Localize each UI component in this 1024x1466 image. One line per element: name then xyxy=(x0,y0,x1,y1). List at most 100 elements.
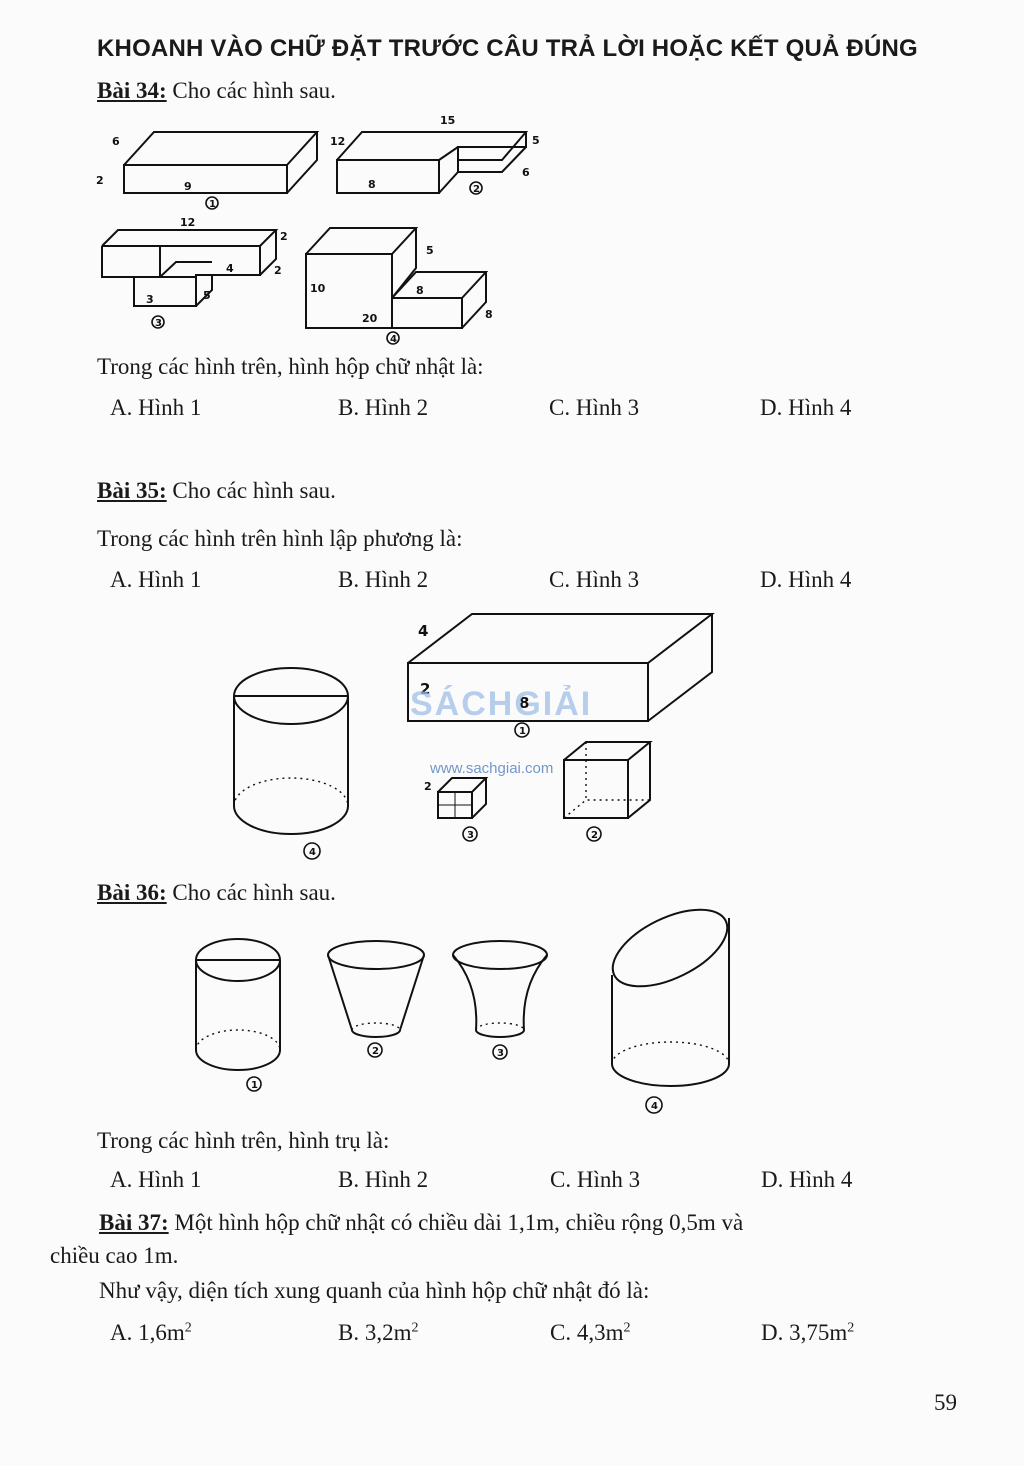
bai35-option-d[interactable]: D. Hình 4 xyxy=(760,567,852,592)
b36-f1-circle xyxy=(246,1076,262,1092)
b35-label-2: 2 xyxy=(420,680,430,698)
bai34-figure-4: 5 10 8 20 8 4 xyxy=(305,227,493,345)
f3-label-12: 12 xyxy=(180,216,195,229)
f1-label-6: 6 xyxy=(112,135,120,148)
bai37-option-c-main: C. 4,3m xyxy=(550,1320,624,1345)
f1-number-circle xyxy=(205,196,219,210)
bai35-heading: Bài 35: Cho các hình sau. xyxy=(97,478,336,504)
f3-label-4: 4 xyxy=(226,262,234,275)
bai36-figure-4: 4 xyxy=(611,908,730,1114)
b35-label-4: 4 xyxy=(418,622,428,640)
bai37-option-d[interactable]: D. 3,75m2 xyxy=(761,1320,854,1346)
bai34-figure-2: 15 5 6 8 2 xyxy=(336,114,540,195)
b35-f2-number: 2 xyxy=(591,830,598,841)
bai37-option-c[interactable]: C. 4,3m2 xyxy=(550,1320,630,1346)
f1-label-12: 12 xyxy=(330,135,345,148)
bai37-option-c-sup: 2 xyxy=(623,1320,631,1336)
b35-f4-circle xyxy=(303,842,321,860)
f2-label-5: 5 xyxy=(532,134,540,147)
b36-f3-number: 3 xyxy=(497,1048,504,1059)
bai34-option-b[interactable]: B. Hình 2 xyxy=(338,395,429,420)
b36-f2-number: 2 xyxy=(372,1046,379,1057)
f2-label-8: 8 xyxy=(368,178,376,191)
b35-small-label-2: 2 xyxy=(424,780,432,793)
bai36-question: Trong các hình trên, hình trụ là: xyxy=(97,1128,390,1153)
b35-f1-number: 1 xyxy=(519,726,526,737)
bai36-option-d[interactable]: D. Hình 4 xyxy=(761,1167,853,1192)
bai34-question: Trong các hình trên, hình hộp chữ nhật l… xyxy=(97,354,484,379)
bai36-heading: Bài 36: Cho các hình sau. xyxy=(97,880,336,906)
bai36-option-b[interactable]: B. Hình 2 xyxy=(338,1167,429,1192)
bai37-option-b-main: B. 3,2m xyxy=(338,1320,412,1345)
b35-label-8: 8 xyxy=(519,694,529,712)
f2-number-circle xyxy=(469,181,483,195)
bai35-figure-3: 2 3 xyxy=(424,777,489,842)
f2-label-15: 15 xyxy=(440,114,455,127)
bai37-question: Như vậy, diện tích xung quanh của hình h… xyxy=(99,1278,650,1303)
bai35-figure-2: 2 xyxy=(563,741,653,842)
bai34-heading: Bài 34: Cho các hình sau. xyxy=(97,78,336,104)
f3-number-circle xyxy=(151,315,165,329)
b36-f4-number: 4 xyxy=(651,1101,658,1112)
f4-label-8b: 8 xyxy=(485,308,493,321)
bai34-option-d[interactable]: D. Hình 4 xyxy=(760,395,852,420)
b36-f2-circle xyxy=(367,1042,383,1058)
f3-number: 3 xyxy=(155,318,162,329)
b36-f4-circle xyxy=(645,1096,663,1114)
f4-label-8a: 8 xyxy=(416,284,424,297)
page-number: 59 xyxy=(934,1390,957,1415)
bai36-figures: 1 2 3 4 xyxy=(195,908,730,1114)
b36-f1-number: 1 xyxy=(251,1080,258,1091)
watermark-url: www.sachgiai.com xyxy=(430,760,554,777)
f4-label-5: 5 xyxy=(426,244,434,257)
f1-number: 1 xyxy=(209,199,216,210)
f2-number: 2 xyxy=(473,184,480,195)
bai37-option-a[interactable]: A. 1,6m2 xyxy=(110,1320,192,1346)
f1-label-2: 2 xyxy=(96,174,104,187)
bai36-figure-2: 2 xyxy=(327,940,425,1058)
bai35-option-b[interactable]: B. Hình 2 xyxy=(338,567,429,592)
b35-f4-number: 4 xyxy=(309,847,316,858)
f3-label-3: 3 xyxy=(146,293,154,306)
bai35-figure-1: 4 2 8 1 xyxy=(407,613,715,738)
bai34-figures: 6 12 2 9 1 15 5 6 8 2 xyxy=(96,114,540,345)
bai37-line2: chiều cao 1m. xyxy=(50,1243,179,1268)
bai35-option-c[interactable]: C. Hình 3 xyxy=(549,567,640,592)
f3-label-2b: 2 xyxy=(274,264,282,277)
section-header: KHOANH VÀO CHỮ ĐẶT TRƯỚC CÂU TRẢ LỜI HOẶ… xyxy=(97,35,918,62)
bai37-option-b[interactable]: B. 3,2m2 xyxy=(338,1320,418,1346)
bai36-option-c[interactable]: C. Hình 3 xyxy=(550,1167,641,1192)
bai35-option-a[interactable]: A. Hình 1 xyxy=(110,567,202,592)
b35-f3-circle xyxy=(462,826,478,842)
f4-number: 4 xyxy=(390,334,397,345)
bai37-option-a-sup: 2 xyxy=(184,1320,192,1336)
f4-number-circle xyxy=(386,331,400,345)
bai34-option-c[interactable]: C. Hình 3 xyxy=(549,395,640,420)
bai36-figure-3: 3 xyxy=(452,940,548,1060)
bai37-label: Bài 37: xyxy=(99,1210,169,1235)
bai37-option-a-main: A. 1,6m xyxy=(110,1320,185,1345)
b35-f3-number: 3 xyxy=(467,830,474,841)
bai37-line1: Bài 37: Một hình hộp chữ nhật có chiều d… xyxy=(99,1210,743,1236)
b36-f3-circle xyxy=(492,1044,508,1060)
bai37-option-d-sup: 2 xyxy=(847,1320,855,1336)
bai34-figure-3: 12 2 4 2 3 5 3 xyxy=(101,216,288,329)
f4-label-10: 10 xyxy=(310,282,326,295)
bai37-option-b-sup: 2 xyxy=(411,1320,419,1336)
bai35-question: Trong các hình trên hình lập phương là: xyxy=(97,526,463,551)
bai35-figures: 4 2 8 1 2 2 3 xyxy=(233,613,715,860)
bai35-label: Bài 35: xyxy=(97,478,167,503)
bai36-text: Cho các hình sau. xyxy=(166,880,336,905)
f3-label-2a: 2 xyxy=(280,230,288,243)
f4-label-20: 20 xyxy=(362,312,378,325)
bai34-text: Cho các hình sau. xyxy=(166,78,336,103)
f1-label-9: 9 xyxy=(184,180,192,193)
bai36-option-a[interactable]: A. Hình 1 xyxy=(110,1167,202,1192)
bai37-text1: Một hình hộp chữ nhật có chiều dài 1,1m,… xyxy=(168,1210,744,1235)
bai35-figure-4: 4 xyxy=(233,667,349,860)
bai34-figure-1: 6 12 2 9 1 xyxy=(96,131,345,210)
b35-f1-circle xyxy=(514,722,530,738)
bai34-option-a[interactable]: A. Hình 1 xyxy=(110,395,202,420)
watermark-logo: SÁCHGIẢI xyxy=(410,685,593,723)
